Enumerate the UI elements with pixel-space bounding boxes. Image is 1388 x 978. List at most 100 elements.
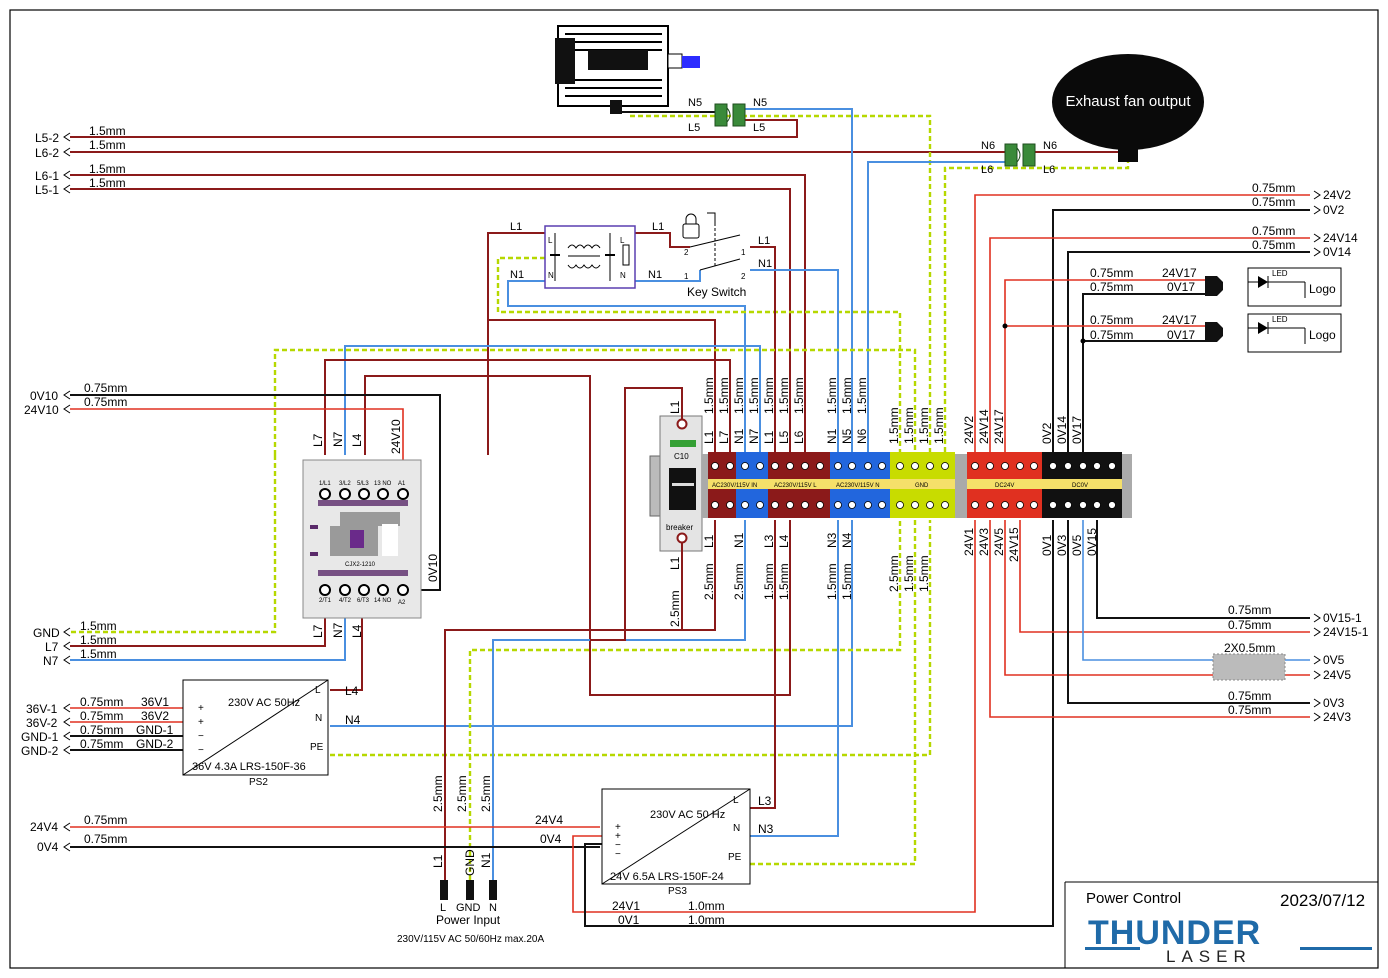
svg-text:14 NO: 14 NO: [374, 598, 392, 604]
svg-text:1.5mm: 1.5mm: [762, 563, 776, 600]
label-breaker-gauge: 2.5mm: [668, 590, 682, 627]
svg-text:+: +: [198, 703, 204, 714]
svg-text:L7: L7: [45, 640, 59, 654]
svg-text:0.75mm: 0.75mm: [80, 737, 123, 751]
svg-text:2: 2: [684, 248, 689, 257]
label-n5a: N5: [688, 97, 702, 109]
svg-text:24V17: 24V17: [1162, 266, 1197, 280]
power-input-label: Power Input: [436, 913, 501, 927]
svg-text:2/T1: 2/T1: [319, 598, 332, 604]
svg-text:0.75mm: 0.75mm: [1228, 703, 1271, 717]
svg-text:A2: A2: [398, 600, 406, 606]
svg-text:3/L2: 3/L2: [339, 481, 351, 487]
svg-text:N7: N7: [747, 428, 761, 444]
block-dc0v-label: DC0V: [1072, 483, 1088, 489]
svg-text:1.5mm: 1.5mm: [902, 407, 916, 444]
label-n5b: N5: [753, 97, 767, 109]
svg-text:−: −: [615, 849, 621, 860]
label-filter-out-l1: L1: [652, 221, 664, 233]
page-date: 2023/07/12: [1280, 891, 1365, 910]
svg-text:24V3: 24V3: [977, 528, 991, 556]
svg-text:0.75mm: 0.75mm: [84, 832, 127, 846]
wires: [70, 95, 1310, 927]
svg-text:+: +: [615, 822, 621, 833]
svg-text:PE: PE: [310, 742, 324, 753]
svg-text:L: L: [733, 795, 739, 806]
label-l6b: L6: [1043, 164, 1055, 176]
label-0v1: 0V1: [618, 913, 640, 927]
led-module-1: LED Logo 24V17 0V17 0.75mm 0.75mm: [1090, 266, 1342, 307]
svg-text:1.5mm: 1.5mm: [80, 647, 117, 661]
svg-text:2.5mm: 2.5mm: [887, 555, 901, 592]
contactor-model: CJX2-1210: [345, 562, 376, 568]
svg-text:+: +: [615, 831, 621, 842]
label-ps3-l3: L3: [758, 794, 772, 808]
ps3-model: 24V 6.5A LRS-150F-24: [610, 871, 724, 883]
ps2-model: 36V 4.3A LRS-150F-36: [192, 761, 306, 773]
ps2: 230V AC 50Hz 36V 4.3A LRS-150F-36 PS2 L …: [182, 679, 329, 788]
label-filter-out-n1: N1: [648, 269, 662, 281]
svg-text:24V4: 24V4: [30, 820, 58, 834]
svg-text:36V1: 36V1: [141, 695, 169, 709]
svg-text:0.75mm: 0.75mm: [1228, 603, 1271, 617]
exhaust-label: Exhaust fan output: [1065, 93, 1191, 110]
svg-text:0V5: 0V5: [1070, 534, 1084, 556]
svg-text:1.5mm: 1.5mm: [917, 407, 931, 444]
svg-text:GND: GND: [33, 626, 60, 640]
svg-text:L7: L7: [717, 430, 731, 444]
svg-text:1.5mm: 1.5mm: [902, 555, 916, 592]
svg-text:13 NO: 13 NO: [374, 481, 392, 487]
label-filter-n1: N1: [510, 269, 524, 281]
emi-filter: L N L N: [544, 225, 636, 289]
svg-text:L5-2: L5-2: [35, 131, 59, 145]
block-ac-l-label: AC230V/115V L: [774, 483, 817, 489]
label-ps3-n3: N3: [758, 822, 774, 836]
svg-text:0.75mm: 0.75mm: [1090, 328, 1133, 342]
svg-text:N1: N1: [732, 532, 746, 548]
svg-text:0V3: 0V3: [1055, 534, 1069, 556]
svg-text:1.5mm: 1.5mm: [792, 377, 806, 414]
svg-text:L3: L3: [762, 534, 776, 548]
svg-text:L: L: [548, 236, 553, 245]
svg-text:24V17: 24V17: [992, 409, 1006, 444]
svg-text:0V5: 0V5: [1323, 653, 1345, 667]
label-0v1-gauge: 1.0mm: [688, 913, 725, 927]
motor: [555, 25, 700, 114]
svg-text:L: L: [620, 236, 625, 245]
svg-text:0V10: 0V10: [30, 389, 58, 403]
svg-text:0V1: 0V1: [1040, 534, 1054, 556]
top-terminal-labels: L1 L7 N1 N7 L1 L5 L6 N1 N5 N6 24V2 24V14…: [702, 377, 1084, 444]
label-filter-l1: L1: [510, 221, 522, 233]
label-ps2-n4: N4: [345, 713, 361, 727]
svg-text:−: −: [615, 840, 621, 851]
contactor: 1/L1 3/L2 5/L3 13 NO A1 2/T1 4/T2 6/T3 1…: [302, 459, 422, 619]
svg-text:L1: L1: [702, 430, 716, 444]
ps2-name: PS2: [249, 777, 268, 788]
svg-text:−: −: [198, 731, 204, 742]
exhaust-fan: Exhaust fan output: [1052, 54, 1204, 162]
breaker: C10 breaker: [649, 415, 703, 552]
svg-text:24V4: 24V4: [535, 813, 563, 827]
power-input: L GND N Power Input 230V/115V AC 50/60Hz…: [397, 775, 544, 945]
svg-text:N1: N1: [479, 852, 493, 868]
svg-text:1.5mm: 1.5mm: [89, 124, 126, 138]
svg-text:GND: GND: [456, 902, 481, 914]
logo-bar-right: [1300, 947, 1372, 950]
svg-text:N: N: [548, 271, 554, 280]
svg-text:N: N: [733, 823, 740, 834]
svg-text:24V14: 24V14: [1323, 231, 1358, 245]
breaker-rating: C10: [674, 452, 689, 461]
key-switch-label: Key Switch: [687, 285, 746, 299]
logo-bar-left: [1085, 947, 1140, 950]
svg-text:0V17: 0V17: [1167, 328, 1195, 342]
svg-text:24V17: 24V17: [1162, 313, 1197, 327]
svg-text:0V14: 0V14: [1055, 416, 1069, 444]
page-border: [9, 9, 1379, 969]
connector-n5-l5: [714, 103, 746, 127]
svg-text:0.75mm: 0.75mm: [80, 723, 123, 737]
right-connectors: 24V2 0.75mm 0V2 0.75mm 24V14 0.75mm 0V14…: [1224, 181, 1369, 724]
svg-text:0.75mm: 0.75mm: [84, 395, 127, 409]
label-contactor-l7b: L7: [311, 624, 325, 638]
block-ac-n-label: AC230V/115V N: [836, 483, 880, 489]
